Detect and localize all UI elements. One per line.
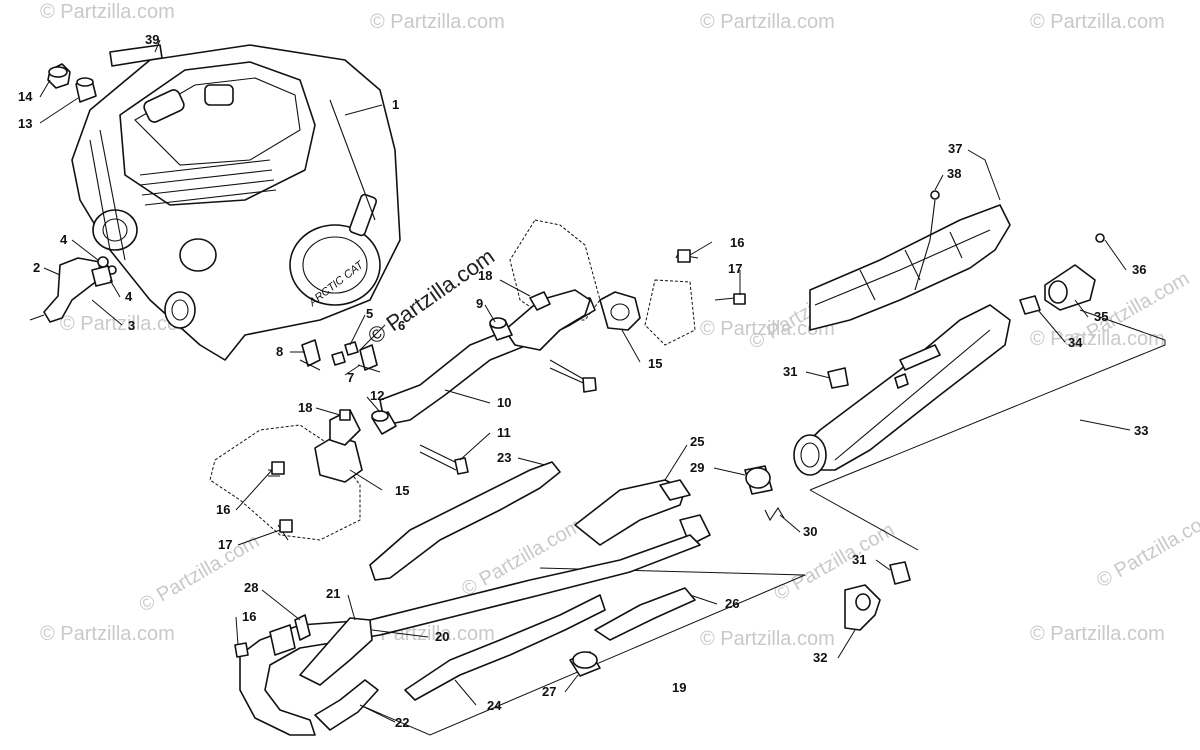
callout-34[interactable]: 34 <box>1068 335 1083 350</box>
callout-5[interactable]: 5 <box>366 306 373 321</box>
callout-24[interactable]: 24 <box>487 698 502 713</box>
bracket-33-upper <box>1079 309 1166 341</box>
callout-4[interactable]: 4 <box>125 289 133 304</box>
bracket-33 <box>809 340 1166 491</box>
callout-4[interactable]: 4 <box>60 232 68 247</box>
callout-16[interactable]: 16 <box>242 609 256 624</box>
callout-39[interactable]: 39 <box>145 32 159 47</box>
callout-35[interactable]: 35 <box>1094 309 1108 324</box>
heat-shield-37 <box>809 204 1011 331</box>
callout-29[interactable]: 29 <box>690 460 704 475</box>
callout-labels: 39 14 13 1 4 2 4 3 5 6 8 7 18 9 16 17 15… <box>18 32 1148 730</box>
callout-11[interactable]: 11 <box>497 425 511 440</box>
exhaust-pipes <box>234 461 785 736</box>
small-parts-upper-left <box>29 44 163 323</box>
callout-31[interactable]: 31 <box>852 552 866 567</box>
group-brackets <box>359 309 1166 736</box>
callout-21[interactable]: 21 <box>326 586 340 601</box>
callout-8[interactable]: 8 <box>276 344 283 359</box>
callout-3[interactable]: 3 <box>128 318 135 333</box>
decal-39-part <box>109 44 163 67</box>
callout-16[interactable]: 16 <box>216 502 230 517</box>
pipe-20 <box>239 534 701 736</box>
callout-17[interactable]: 17 <box>218 537 232 552</box>
head-pipe-21 <box>299 617 373 686</box>
pipe-24 <box>404 594 606 701</box>
callout-7[interactable]: 7 <box>347 370 354 385</box>
callout-28[interactable]: 28 <box>244 580 258 595</box>
callout-13[interactable]: 13 <box>18 116 32 131</box>
pipe-23 <box>369 461 561 581</box>
watermark: © Partzilla.com <box>370 11 505 33</box>
callout-12[interactable]: 12 <box>370 388 384 403</box>
callout-15[interactable]: 15 <box>395 483 409 498</box>
watermark: © Partzilla.com <box>700 11 835 33</box>
callout-16[interactable]: 16 <box>730 235 744 250</box>
center-brackets <box>209 219 746 541</box>
callout-32[interactable]: 32 <box>813 650 827 665</box>
gasket-28 <box>294 614 311 641</box>
watermark: © Partzilla.com <box>60 313 195 335</box>
muffler-assembly <box>793 190 1105 631</box>
watermark: © Partzilla.com <box>700 628 835 650</box>
callout-33[interactable]: 33 <box>1134 423 1148 438</box>
callout-20[interactable]: 20 <box>435 629 449 644</box>
callout-31[interactable]: 31 <box>783 364 797 379</box>
callout-37[interactable]: 37 <box>948 141 962 156</box>
callout-18[interactable]: 18 <box>298 400 312 415</box>
bracket-33-lower <box>809 489 919 551</box>
watermark: © Partzilla.com <box>1030 11 1165 33</box>
callout-2[interactable]: 2 <box>33 260 40 275</box>
grommet-31a <box>827 367 849 389</box>
watermark: © Partzilla.com <box>1030 328 1165 350</box>
watermark: © Partzilla.com <box>40 623 175 645</box>
callout-25[interactable]: 25 <box>690 434 704 449</box>
watermark: © Partzilla.com <box>700 318 835 340</box>
spring-30 <box>764 506 785 522</box>
gasket-34 <box>1019 295 1041 315</box>
engine-assembly: ARCTIC CAT <box>71 44 401 361</box>
callout-6[interactable]: 6 <box>398 318 405 333</box>
watermark: © Partzilla.com <box>40 1 175 23</box>
callout-18[interactable]: 18 <box>478 268 492 283</box>
callout-17[interactable]: 17 <box>728 261 742 276</box>
callout-26[interactable]: 26 <box>725 596 739 611</box>
shield-22 <box>314 679 379 731</box>
callout-15[interactable]: 15 <box>648 356 662 371</box>
callout-23[interactable]: 23 <box>497 450 511 465</box>
grommet-31b <box>889 561 911 585</box>
callout-30[interactable]: 30 <box>803 524 817 539</box>
bracket-19 <box>359 567 806 736</box>
callout-14[interactable]: 14 <box>18 89 33 104</box>
callout-36[interactable]: 36 <box>1132 262 1146 277</box>
gasket-15-part <box>599 291 641 331</box>
shield-26 <box>594 587 696 641</box>
watermark: © Partzilla.com <box>1030 623 1165 645</box>
sensor-2-part <box>43 257 101 323</box>
callout-38[interactable]: 38 <box>947 166 961 181</box>
callout-22[interactable]: 22 <box>395 715 409 730</box>
callout-9[interactable]: 9 <box>476 296 483 311</box>
callout-1[interactable]: 1 <box>392 97 399 112</box>
callout-19[interactable]: 19 <box>672 680 686 695</box>
watermark: © Partzilla.com <box>1093 506 1200 592</box>
leader-lines <box>39 39 1131 723</box>
callout-10[interactable]: 10 <box>497 395 511 410</box>
callout-27[interactable]: 27 <box>542 684 556 699</box>
muffler-33 <box>799 304 1011 471</box>
